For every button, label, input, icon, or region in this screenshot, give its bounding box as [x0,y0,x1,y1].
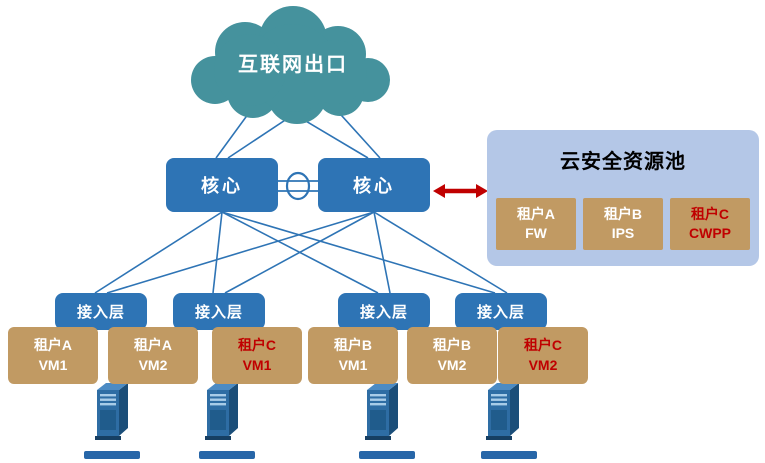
vm-tenant-label: 租户C [237,336,277,353]
server-icon [205,383,238,440]
vm-id-label: VM1 [338,356,368,373]
server-icon [95,383,128,440]
vm-box-tenant-a-vm2: 租户A VM2 [108,327,198,384]
vm-box-tenant-c-vm1: 租户C VM1 [212,327,302,384]
vm-tenant-label: 租户B [432,336,472,353]
vm-tenant-label: 租户B [333,336,373,353]
core-to-access-links [94,211,508,294]
pool-item-tenant-c-cwpp: 租户C CWPP [670,198,750,250]
core-switch-1: 核心 [166,158,278,212]
core-switch-2: 核心 [318,158,430,212]
vm-tenant-label: 租户C [523,336,563,353]
pool-service-label: FW [525,225,547,241]
rack-base-bars [84,451,537,459]
pool-service-label: CWPP [689,225,731,241]
bidirectional-arrow-icon [433,184,488,198]
pool-tenant-label: 租户C [690,206,730,223]
panel-title: 云安全资源池 [560,151,686,173]
vm-id-label: VM1 [242,356,272,373]
access-switch-2: 接入层 [173,293,265,330]
vm-box-tenant-a-vm1: 租户A VM1 [8,327,98,384]
internet-cloud-icon [191,6,390,124]
pool-item-tenant-a-fw: 租户A FW [496,198,576,250]
server-icon [365,383,398,440]
internet-exit-label: 互联网出口 [238,54,348,76]
pool-service-label: IPS [611,225,635,241]
access-switch-3: 接入层 [338,293,430,330]
access-switch-1: 接入层 [55,293,147,330]
vm-id-label: VM1 [38,356,68,373]
access-switch-4: 接入层 [455,293,547,330]
server-icon [486,383,519,440]
core-interlink-icon [278,171,318,201]
cloud-security-pool-panel: 云安全资源池 租户A FW 租户B IPS 租户C CWPP [487,130,759,266]
vm-tenant-label: 租户A [33,336,73,353]
panel-items: 租户A FW 租户B IPS 租户C CWPP [496,198,750,250]
pool-tenant-label: 租户A [516,206,556,223]
pool-item-tenant-b-ips: 租户B IPS [583,198,663,250]
vm-tenant-label: 租户A [133,336,173,353]
vm-box-tenant-b-vm1: 租户B VM1 [308,327,398,384]
vm-id-label: VM2 [138,356,168,373]
vm-id-label: VM2 [528,356,558,373]
vm-id-label: VM2 [437,356,467,373]
vm-box-tenant-b-vm2: 租户B VM2 [407,327,497,384]
vm-box-tenant-c-vm2: 租户C VM2 [498,327,588,384]
pool-tenant-label: 租户B [603,206,643,223]
